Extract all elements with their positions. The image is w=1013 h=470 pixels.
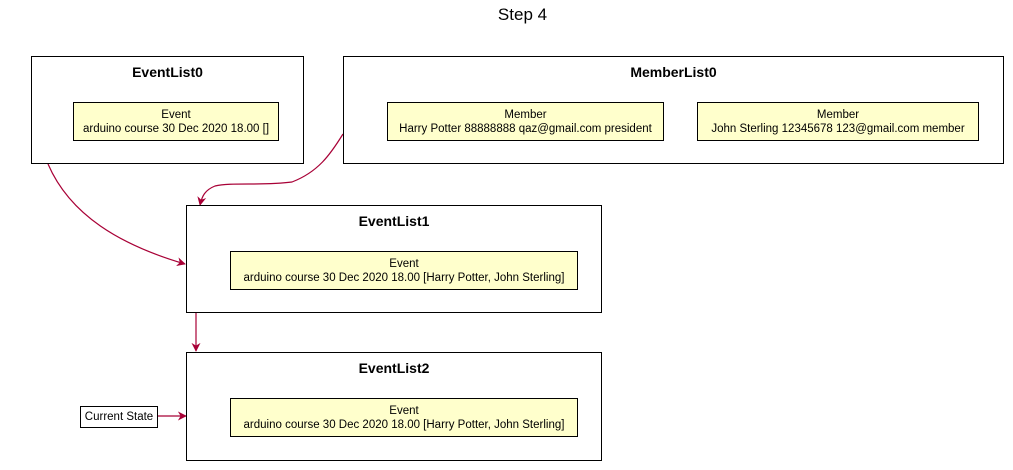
frame-memberlist0: MemberList0 Member Harry Potter 88888888…: [343, 56, 1004, 164]
event-type: Event: [161, 109, 191, 121]
event-type: Event: [389, 258, 419, 270]
arrow-eventlist0-to-eventlist1: [47, 163, 186, 267]
event-object-eventlist2: Event arduino course 30 Dec 2020 18.00 […: [230, 398, 578, 437]
member-object-harry-potter: Member Harry Potter 88888888 qaz@gmail.c…: [387, 102, 664, 141]
event-detail: arduino course 30 Dec 2020 18.00 [Harry …: [243, 419, 565, 431]
event-object-eventlist1: Event arduino course 30 Dec 2020 18.00 […: [230, 251, 578, 290]
event-detail: arduino course 30 Dec 2020 18.00 []: [82, 123, 270, 135]
frame-label-eventlist0: EventList0: [132, 64, 203, 80]
member-detail: Harry Potter 88888888 qaz@gmail.com pres…: [399, 123, 652, 135]
frame-label-eventlist1: EventList1: [358, 213, 430, 229]
member-object-john-sterling: Member John Sterling 12345678 123@gmail.…: [697, 102, 979, 141]
frame-eventlist0: EventList0 Event arduino course 30 Dec 2…: [31, 56, 304, 164]
member-type: Member: [816, 109, 860, 121]
current-state-label: Current State: [80, 406, 158, 428]
frame-label-memberlist0: MemberList0: [630, 64, 717, 80]
event-detail: arduino course 30 Dec 2020 18.00 [Harry …: [243, 272, 565, 284]
frame-label-eventlist2: EventList2: [358, 360, 430, 376]
member-detail: John Sterling 12345678 123@gmail.com mem…: [711, 123, 965, 135]
event-type: Event: [389, 405, 419, 417]
event-object-eventlist0: Event arduino course 30 Dec 2020 18.00 […: [73, 102, 279, 141]
arrow-memberlist0-to-eventlist1: [197, 133, 344, 206]
diagram-title: Step 4: [497, 5, 548, 24]
frame-eventlist1: EventList1 Event arduino course 30 Dec 2…: [186, 205, 602, 313]
member-type: Member: [504, 109, 547, 121]
frame-eventlist2: EventList2 Event arduino course 30 Dec 2…: [186, 352, 602, 461]
